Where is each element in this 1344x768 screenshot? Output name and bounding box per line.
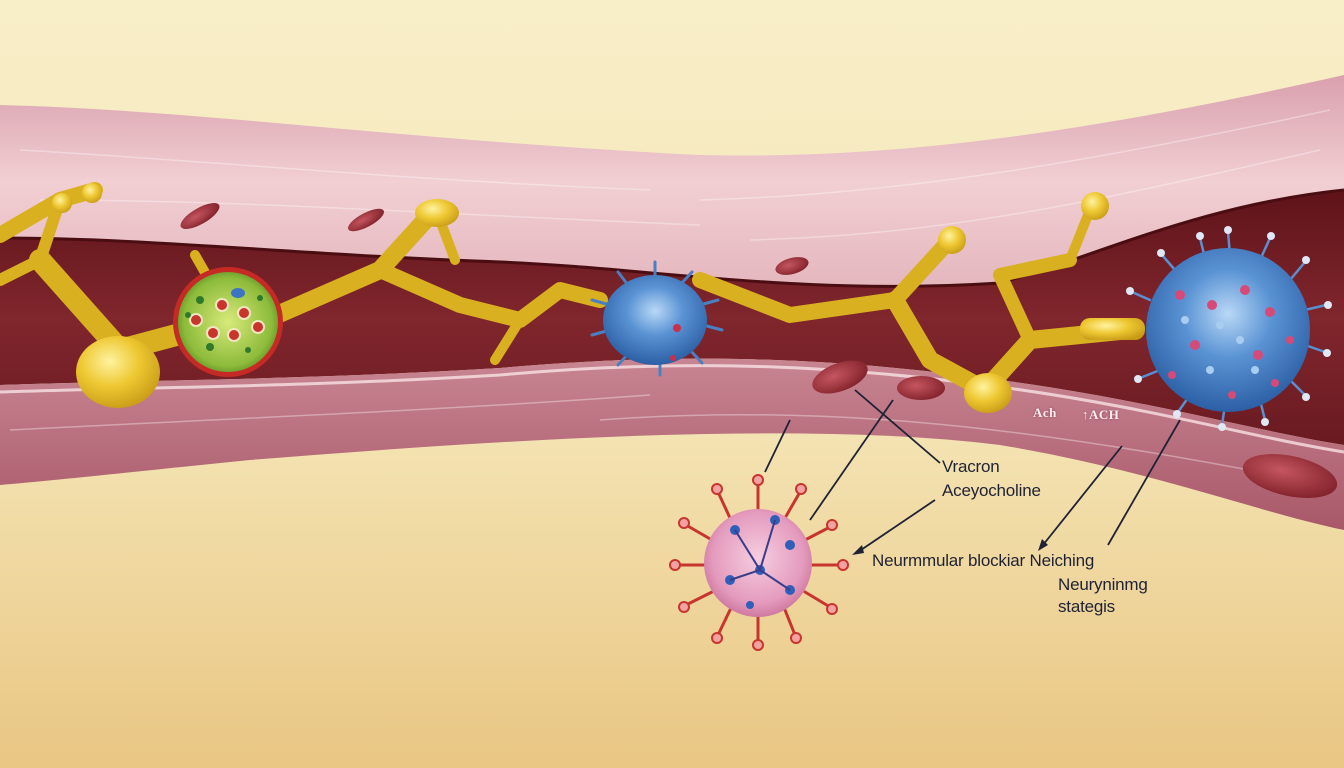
label-neuromuscular-blocker: Neurmmular blockiar Neiching: [872, 551, 1095, 570]
label-vracron: Vracron: [942, 457, 1000, 476]
blue-cell-right: [1126, 226, 1332, 431]
pink-particle: [669, 474, 849, 651]
upper-tissue: [0, 75, 1344, 290]
blue-cell-middle: [590, 260, 724, 377]
label-ach-up: ↑ACH: [1082, 407, 1120, 422]
label-ach: Ach: [1033, 405, 1057, 420]
leader-lines: [764, 389, 1181, 553]
green-cell: [173, 267, 283, 377]
label-strategy-line2: stategis: [1058, 597, 1115, 616]
mitochondria: [180, 203, 1338, 498]
tissue-texture: [9, 109, 1331, 481]
label-strategy-line1: Neuryninmg: [1058, 575, 1148, 594]
nerve-terminals: [52, 183, 1145, 413]
label-acetylcholine: Aceyocholine: [942, 481, 1041, 500]
